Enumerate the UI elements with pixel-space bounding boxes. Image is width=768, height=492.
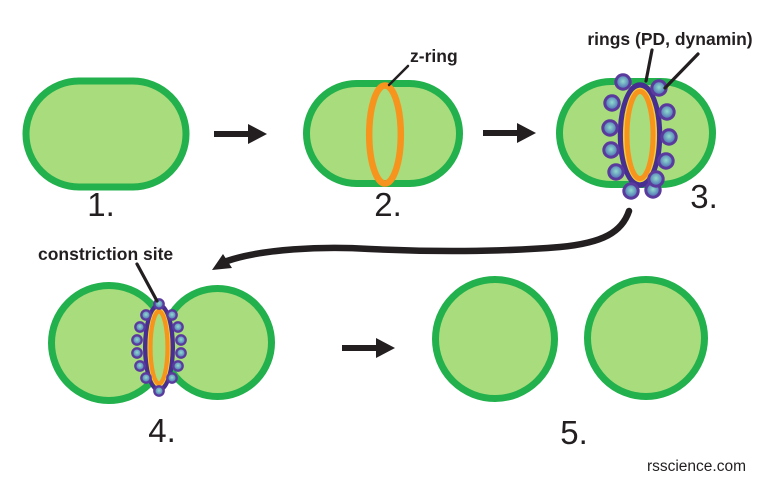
stage-3-number: 3. bbox=[690, 178, 718, 215]
rod-cell-shape bbox=[22, 77, 190, 191]
z-ring-pointer-line bbox=[387, 64, 410, 87]
arrow-right-icon-1 bbox=[214, 124, 267, 144]
stage-1-cell: 1. bbox=[22, 77, 190, 223]
curved-arrow-head bbox=[212, 254, 232, 270]
left-daughter-cell bbox=[432, 276, 558, 402]
dynamin-dot bbox=[660, 128, 678, 146]
dynamin-dot bbox=[153, 385, 165, 397]
stage-4-cell: constriction site 4. bbox=[38, 244, 275, 449]
arrow-head bbox=[248, 124, 267, 144]
left-daughter-fill bbox=[51, 285, 167, 401]
dynamin-dot bbox=[657, 152, 675, 170]
stage-1-number: 1. bbox=[87, 186, 115, 223]
arrow-right-icon-3 bbox=[342, 338, 395, 358]
rings-label: rings (PD, dynamin) bbox=[587, 29, 752, 49]
dynamin-dot bbox=[647, 170, 665, 188]
rod-cell-shape bbox=[303, 80, 463, 187]
dynamin-dot bbox=[140, 372, 152, 384]
curved-arrow-icon bbox=[212, 207, 633, 270]
right-daughter-cell bbox=[584, 276, 708, 400]
arrow-head bbox=[376, 338, 395, 358]
stage-2-number: 2. bbox=[374, 186, 402, 223]
z-ring-label: z-ring bbox=[410, 46, 458, 66]
stage-5-number: 5. bbox=[560, 414, 588, 451]
dynamin-dot bbox=[602, 141, 620, 159]
right-daughter-fill bbox=[163, 288, 272, 397]
dynamin-dot bbox=[140, 309, 152, 321]
dynamin-dot bbox=[658, 103, 676, 121]
dynamin-dot bbox=[175, 334, 187, 346]
constriction-site-label: constriction site bbox=[38, 244, 173, 264]
dynamin-dot bbox=[131, 347, 143, 359]
z-ring-shape bbox=[365, 82, 405, 187]
arrow-right-icon-2 bbox=[483, 123, 536, 143]
dynamin-dot bbox=[622, 182, 640, 200]
curved-arrow-shaft bbox=[223, 207, 633, 265]
z-ring-shape bbox=[148, 309, 170, 386]
dynamin-dot bbox=[601, 119, 619, 137]
stage-2-cell: z-ring 2. bbox=[303, 46, 463, 223]
dynamin-dot bbox=[172, 360, 184, 372]
dynamin-dot bbox=[175, 347, 187, 359]
watermark-text: rsscience.com bbox=[647, 458, 746, 475]
stage-3-cell: rings (PD, dynamin) 3. bbox=[556, 29, 753, 215]
arrow-head bbox=[517, 123, 536, 143]
dynamin-dots bbox=[601, 73, 678, 200]
dynamin-dot bbox=[172, 321, 184, 333]
stage-5-cells: 5. bbox=[432, 276, 708, 451]
dynamin-dot bbox=[134, 360, 146, 372]
constriction-pointer-line bbox=[135, 262, 159, 303]
dynamin-dot bbox=[131, 334, 143, 346]
dynamin-dot bbox=[166, 309, 178, 321]
rings-pointer-line-1 bbox=[644, 48, 654, 83]
dynamin-dot bbox=[607, 163, 625, 181]
rings-pointer-line-2 bbox=[663, 52, 700, 90]
dynamin-dot bbox=[166, 372, 178, 384]
dynamin-dot bbox=[603, 94, 621, 112]
stage-4-number: 4. bbox=[148, 412, 176, 449]
dynamin-dots bbox=[131, 298, 187, 397]
dynamin-dot bbox=[134, 321, 146, 333]
dynamin-dot bbox=[614, 73, 632, 91]
z-ring-shape bbox=[624, 89, 656, 181]
